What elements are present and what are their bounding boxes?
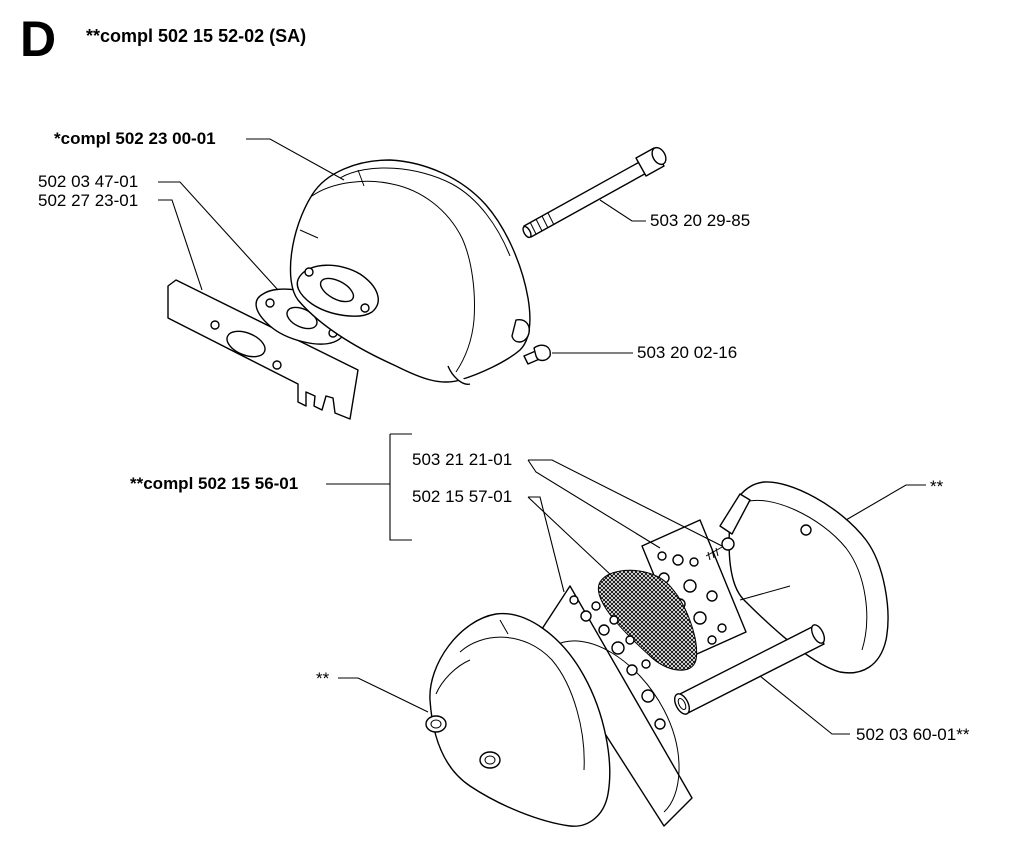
leader-lines [158,138,926,735]
label-bolt-long: 503 20 29-85 [650,211,751,230]
label-screw-small: 503 20 02-16 [637,343,738,362]
front-filter-cover-part [425,612,611,827]
label-asterisk-left: ** [316,669,330,688]
small-screw-part [523,344,551,365]
spacer-tube-part [673,624,826,715]
label-gasket-a: 502 03 47-01 [38,172,139,191]
label-compl-filter: **compl 502 15 56-01 [130,474,299,493]
label-spacer-tube: 502 03 60-01** [856,725,970,744]
label-gasket-b: 502 27 23-01 [38,191,139,210]
label-plate-filter: 502 15 57-01 [412,487,513,506]
rear-filter-housing-part [719,481,889,674]
gasket-plate-part [167,279,359,420]
label-screw-filter: 503 21 21-01 [412,450,513,469]
section-title: **compl 502 15 52-02 (SA) [86,26,307,46]
label-asterisk-top: ** [930,477,944,496]
muffler-cover-part [289,159,531,385]
section-letter: D [20,11,57,67]
filter-screw-part [705,537,735,561]
long-bolt-part [522,146,667,239]
front-perforated-plate-part [539,585,693,827]
label-compl-cover: *compl 502 23 00-01 [54,129,216,148]
filter-mesh-part [597,569,698,671]
